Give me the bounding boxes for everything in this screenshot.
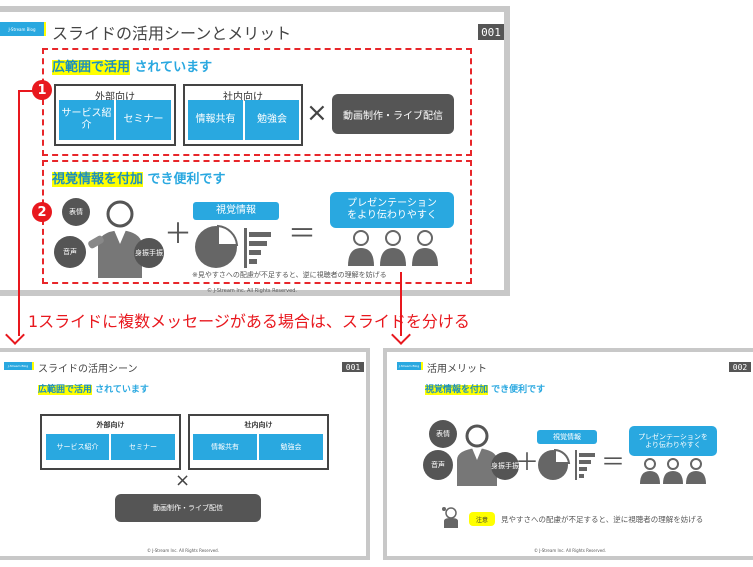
external-label: 外部向け: [95, 92, 135, 103]
page-number: 001: [478, 24, 504, 40]
visual-label: 視覚情報: [537, 430, 597, 444]
thinking-person-icon: [442, 507, 458, 528]
equals-icon: ＝: [601, 448, 625, 476]
production-box: 動画制作・ライブ配信: [332, 94, 454, 134]
bubble-voice: 音声: [54, 236, 86, 268]
bubble-gesture: 身振手振: [491, 452, 519, 480]
bubble-voice: 音声: [423, 450, 453, 480]
slide-title: 活用メリット: [427, 364, 487, 375]
equals-icon: ＝: [288, 217, 317, 250]
split-slide-2: J-Stream Blog 活用メリット 002 視覚情報を付加 でき便利です …: [383, 348, 753, 560]
badge-2: 2: [32, 202, 52, 222]
result-box: プレゼンテーションをより伝わりやすく: [330, 192, 454, 228]
internal-label: 社内向け: [244, 421, 273, 429]
speaker-person-icon: [457, 424, 497, 486]
split-slide-1: J-Stream Blog スライドの活用シーン 001 広範囲で活用 されてい…: [0, 348, 370, 560]
item-study: 勉強会: [245, 100, 299, 140]
heading: 視覚情報を付加 でき便利です: [425, 382, 545, 395]
brand-logo: J-Stream Blog: [0, 22, 46, 36]
section-2-highlight: 視覚情報を付加: [52, 172, 144, 187]
section-2-frame: [42, 160, 472, 284]
badge-1: 1: [32, 80, 52, 100]
item-study: 勉強会: [259, 434, 323, 460]
connector-line-right: [400, 272, 402, 336]
connector-line-left-top: [18, 90, 36, 92]
bubble-expression: 表情: [429, 420, 457, 448]
section-2-rest: でき便利です: [147, 172, 226, 187]
chart-icon: [538, 448, 595, 480]
internal-label: 社内向け: [223, 92, 263, 103]
slide-title: スライドの活用シーンとメリット: [52, 24, 292, 43]
slide-title: スライドの活用シーン: [38, 364, 138, 375]
times-icon: ×: [306, 98, 328, 128]
section-2-heading: 視覚情報を付加 でき便利です: [52, 168, 226, 187]
arrow-down-left-icon: [5, 325, 25, 345]
item-service: サービス紹介: [46, 434, 109, 460]
page-number: 002: [729, 362, 751, 372]
chart-icon: [195, 224, 271, 268]
audience-icon: [348, 230, 438, 266]
copyright: © J-Stream Inc. All Rights Reserved.: [534, 548, 606, 553]
section-1-heading: 広範囲で活用 されています: [52, 56, 212, 75]
brand-logo: J-Stream Blog: [4, 362, 34, 370]
plus-icon: ＋: [164, 217, 193, 250]
item-seminar: セミナー: [116, 100, 171, 140]
heading-rest: されています: [95, 385, 149, 395]
heading-highlight: 視覚情報を付加: [425, 385, 489, 395]
section-1-rest: されています: [134, 60, 213, 75]
page-number: 001: [342, 362, 364, 372]
original-slide: J-Stream Blog スライドの活用シーンとメリット 001 広範囲で活用…: [0, 6, 510, 296]
audience-icon: [640, 458, 706, 484]
copyright: © J-Stream Inc. All Rights Reserved.: [147, 548, 219, 553]
section-1-highlight: 広範囲で活用: [52, 60, 131, 75]
heading-rest: でき便利です: [491, 385, 546, 395]
item-seminar: セミナー: [111, 434, 175, 460]
result-box: プレゼンテーションをより伝わりやすく: [629, 426, 717, 456]
connector-line-left: [18, 90, 20, 336]
production-box: 動画制作・ライブ配信: [115, 494, 261, 522]
copyright: © J-Stream Inc. All Rights Reserved.: [207, 288, 297, 294]
bubble-expression: 表情: [62, 198, 90, 226]
caution-note: 見やすさへの配慮が不足すると、逆に視聴者の理解を妨げる: [501, 515, 704, 524]
caption: 1スライドに複数メッセージがある場合は、スライドを分ける: [28, 312, 470, 331]
bubble-gesture: 身振手振: [134, 238, 164, 268]
heading-highlight: 広範囲で活用: [38, 385, 93, 395]
times-icon: ×: [175, 470, 191, 491]
caution-note: ※見やすさへの配慮が不足すると、逆に視聴者の理解を妨げる: [192, 271, 387, 279]
visual-label: 視覚情報: [193, 202, 279, 220]
speaker-person-icon: [88, 200, 142, 278]
item-service: サービス紹介: [59, 100, 114, 140]
brand-logo: J-Stream Blog: [397, 362, 423, 370]
item-info-share: 情報共有: [193, 434, 257, 460]
item-info-share: 情報共有: [188, 100, 243, 140]
heading: 広範囲で活用 されています: [38, 382, 149, 395]
plus-icon: ＋: [515, 448, 539, 476]
caution-label: 注意: [469, 512, 495, 526]
section-1-frame: [42, 48, 472, 156]
external-label: 外部向け: [96, 421, 125, 429]
